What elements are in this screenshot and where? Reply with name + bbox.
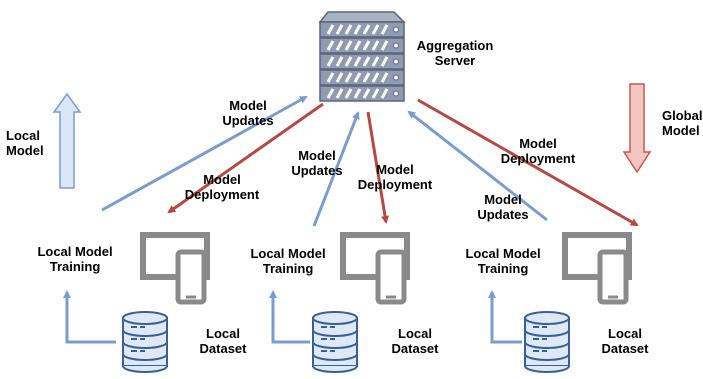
model-deployment-label-1-line-2: Deployment: [184, 187, 260, 202]
aggregation-server-label: Aggregation Server: [400, 38, 510, 68]
model-updates-label-2-line-1: Model: [298, 148, 336, 163]
model-updates-arrow-1: [101, 95, 308, 212]
model-deployment-arrow-1: [167, 102, 324, 214]
local-dataset-label-3: Local Dataset: [590, 326, 660, 356]
local-model-legend-label: Local Model: [6, 128, 44, 158]
server-unit: [319, 37, 405, 54]
local-model-legend-arrow: [52, 92, 82, 189]
dataset-label-1-line-2: Dataset: [199, 341, 247, 356]
server-unit: [319, 21, 405, 38]
model-deployment-label-3: Model Deployment: [488, 136, 588, 166]
global-model-legend-label: Global Model: [662, 108, 702, 138]
global-model-legend-arrow: [622, 83, 652, 174]
database-icon: [312, 311, 358, 373]
local-model-training-label-1: Local Model Training: [20, 244, 130, 274]
model-deployment-label-2-line-2: Deployment: [357, 177, 433, 192]
model-updates-label-2-line-2: Updates: [291, 163, 343, 178]
training-label-2-line-1: Local Model: [250, 246, 326, 261]
local-model-training-label-2: Local Model Training: [233, 246, 343, 276]
model-deployment-label-2: Model Deployment: [345, 162, 445, 192]
dataset-label-3-line-2: Dataset: [601, 341, 649, 356]
dataset-label-2-line-1: Local: [398, 326, 432, 341]
model-deployment-label-1-line-1: Model: [203, 172, 241, 187]
server-rack-icon: [318, 11, 406, 102]
server-unit: [319, 85, 405, 102]
global-model-legend-line-1: Global: [662, 108, 703, 123]
model-updates-label-1-line-2: Updates: [222, 113, 274, 128]
database-icon: [122, 311, 168, 373]
model-updates-label-1-line-1: Model: [229, 98, 267, 113]
server-unit: [319, 69, 405, 86]
model-deployment-label-3-line-1: Model: [519, 136, 557, 151]
desktop-and-phone-icon: [340, 232, 410, 305]
server-unit: [319, 53, 405, 70]
local-model-legend-line-2: Model: [6, 143, 44, 158]
model-updates-arrow-3: [407, 110, 548, 222]
model-updates-label-3-line-2: Updates: [477, 207, 529, 222]
training-label-1-line-2: Training: [49, 259, 101, 274]
model-deployment-label-3-line-2: Deployment: [500, 151, 576, 166]
global-model-legend-line-2: Model: [662, 123, 700, 138]
dataset-to-training-arrow-1: [63, 290, 116, 344]
model-deployment-arrow-2: [366, 111, 389, 224]
dataset-label-2-line-2: Dataset: [391, 341, 439, 356]
dataset-label-3-line-1: Local: [608, 326, 642, 341]
database-icon: [524, 311, 570, 373]
model-updates-label-1: Model Updates: [213, 98, 283, 128]
model-deployment-label-1: Model Deployment: [172, 172, 272, 202]
model-deployment-arrow-3: [417, 98, 639, 227]
desktop-and-phone-icon: [562, 232, 632, 305]
desktop-and-phone-icon: [140, 232, 210, 305]
model-updates-label-3-line-1: Model: [484, 192, 522, 207]
model-deployment-label-2-line-1: Model: [376, 162, 414, 177]
training-label-3-line-1: Local Model: [465, 246, 541, 261]
dataset-to-training-arrow-2: [269, 290, 310, 344]
model-updates-label-2: Model Updates: [282, 148, 352, 178]
model-updates-label-3: Model Updates: [468, 192, 538, 222]
training-label-3-line-2: Training: [477, 261, 529, 276]
aggregation-server-label-line-1: Aggregation: [416, 38, 494, 53]
training-label-2-line-2: Training: [262, 261, 314, 276]
dataset-label-1-line-1: Local: [206, 326, 240, 341]
aggregation-server-label-line-2: Server: [434, 53, 476, 68]
local-dataset-label-1: Local Dataset: [188, 326, 258, 356]
dataset-to-training-arrow-3: [488, 290, 522, 344]
model-updates-arrow-2: [312, 111, 360, 227]
local-model-legend-line-1: Local: [6, 128, 40, 143]
training-label-1-line-1: Local Model: [37, 244, 113, 259]
local-dataset-label-2: Local Dataset: [380, 326, 450, 356]
local-model-training-label-3: Local Model Training: [448, 246, 558, 276]
